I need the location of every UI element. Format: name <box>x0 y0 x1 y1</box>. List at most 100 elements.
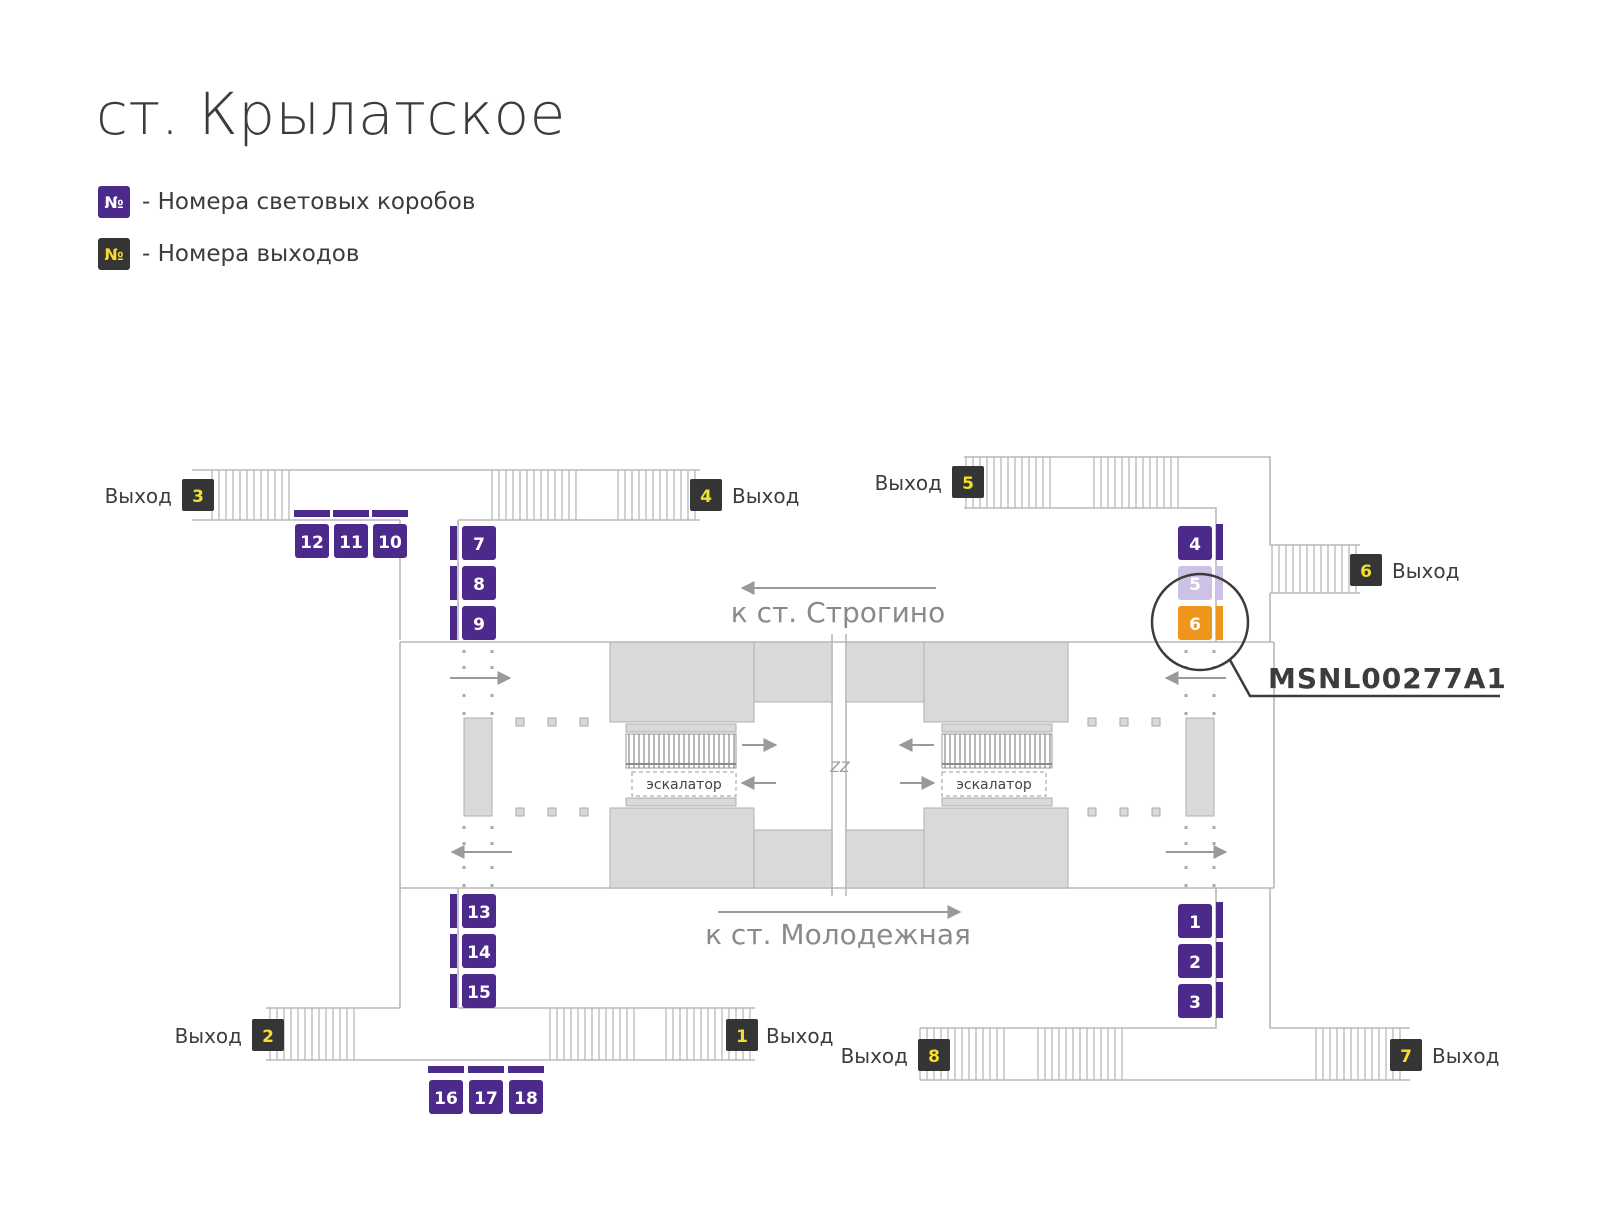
svg-text:3: 3 <box>192 487 204 507</box>
door-dot <box>462 650 466 653</box>
door-dot <box>1212 650 1216 653</box>
svg-text:5: 5 <box>1189 575 1201 595</box>
escalator-right: эскалатор <box>941 771 1047 797</box>
door-dot <box>1212 694 1216 697</box>
door-dot <box>490 866 494 869</box>
pillar <box>547 807 557 817</box>
exit-2-label: Выход <box>175 1024 242 1048</box>
door-dot <box>490 826 494 829</box>
svg-text:16: 16 <box>434 1089 458 1109</box>
light-box-15: 15 <box>450 974 496 1008</box>
legend-box-swatch: № <box>98 186 130 218</box>
exit-4: 4 Выход <box>690 479 799 511</box>
pillars <box>515 717 1161 817</box>
exit-1: 1 Выход <box>726 1019 833 1051</box>
pillar <box>1087 717 1097 727</box>
light-box-12: 12 <box>294 510 330 558</box>
svg-text:4: 4 <box>700 487 712 507</box>
door-dots <box>462 650 1216 887</box>
legend-exits: № - Номера выходов <box>98 238 359 270</box>
svg-text:8: 8 <box>473 575 485 595</box>
escalator-left-label: эскалатор <box>646 777 722 793</box>
stairs <box>211 457 1401 1080</box>
light-box-13: 13 <box>450 894 496 928</box>
light-box-7: 7 <box>450 526 496 560</box>
light-box-5: 5 <box>1178 566 1223 600</box>
pillar <box>579 717 589 727</box>
light-boxes: 7 8 9 13 14 15 4 5 6 1 2 3 12 11 10 16 1… <box>294 510 1223 1114</box>
exit-1-label: Выход <box>766 1024 833 1048</box>
svg-text:2: 2 <box>1189 953 1201 973</box>
svg-text:18: 18 <box>514 1089 538 1109</box>
light-box-6-highlighted: 6 <box>1178 606 1223 640</box>
door-dot <box>1212 866 1216 869</box>
highlight-circle <box>1150 572 1250 672</box>
svg-text:1: 1 <box>1189 913 1201 933</box>
door-dot <box>490 650 494 653</box>
staircase <box>919 1028 1005 1080</box>
light-box-17: 17 <box>468 1066 504 1114</box>
door-dot <box>490 712 494 715</box>
door-dot <box>490 884 494 887</box>
svg-text:9: 9 <box>473 615 485 635</box>
door-dot <box>1184 884 1188 887</box>
exit-4-label: Выход <box>732 484 799 508</box>
page-title: ст. Крылатское <box>96 80 566 148</box>
exit-6-label: Выход <box>1392 559 1459 583</box>
svg-text:1: 1 <box>736 1027 748 1047</box>
svg-text:17: 17 <box>474 1089 498 1109</box>
door-dot <box>1184 650 1188 653</box>
svg-text:11: 11 <box>339 533 363 553</box>
svg-text:15: 15 <box>467 983 491 1003</box>
escalator-right-label: эскалатор <box>956 777 1032 793</box>
staircase <box>1315 1028 1401 1080</box>
escalator-steps-group <box>625 733 737 769</box>
legend-exit-swatch: № <box>98 238 130 270</box>
legend-boxes: № - Номера световых коробов <box>98 186 475 218</box>
door-dot <box>1212 842 1216 845</box>
door-dot <box>462 712 466 715</box>
door-dot <box>490 694 494 697</box>
staircase <box>269 1008 355 1060</box>
exit-3-label: Выход <box>105 484 172 508</box>
legend-exits-label: - Номера выходов <box>142 241 360 267</box>
highlight-code: MSNL00277A1 <box>1268 662 1507 695</box>
svg-text:3: 3 <box>1189 993 1201 1013</box>
door-dot <box>462 884 466 887</box>
direction-strogino: к ст. Строгино <box>731 596 945 629</box>
light-box-8: 8 <box>450 566 496 600</box>
staircase <box>1093 457 1179 508</box>
door-dot <box>462 694 466 697</box>
light-box-4: 4 <box>1178 524 1223 560</box>
staircase <box>549 1008 635 1060</box>
pillar <box>547 717 557 727</box>
staircase <box>491 470 577 520</box>
track-gap-mark: ZZ <box>829 760 850 776</box>
exit-3: 3 Выход <box>105 479 214 511</box>
door-dot <box>490 666 494 669</box>
pillar <box>1119 807 1129 817</box>
svg-text:5: 5 <box>962 474 974 494</box>
light-box-9: 9 <box>450 606 496 640</box>
light-box-10: 10 <box>372 510 408 558</box>
light-box-14: 14 <box>450 934 496 968</box>
escalator-steps <box>625 733 1053 769</box>
light-box-11: 11 <box>333 510 369 558</box>
staircase <box>211 470 290 520</box>
direction-molodezhnaya: к ст. Молодежная <box>705 918 971 951</box>
exit-8-label: Выход <box>841 1044 908 1068</box>
legend-boxes-label: - Номера световых коробов <box>142 189 476 215</box>
light-box-2: 2 <box>1178 942 1223 978</box>
svg-text:10: 10 <box>378 533 402 553</box>
platform-blocks <box>463 641 1215 889</box>
door-dot <box>462 826 466 829</box>
pillar <box>515 807 525 817</box>
exit-7-label: Выход <box>1432 1044 1499 1068</box>
svg-text:8: 8 <box>928 1047 940 1067</box>
door-dot <box>1184 712 1188 715</box>
